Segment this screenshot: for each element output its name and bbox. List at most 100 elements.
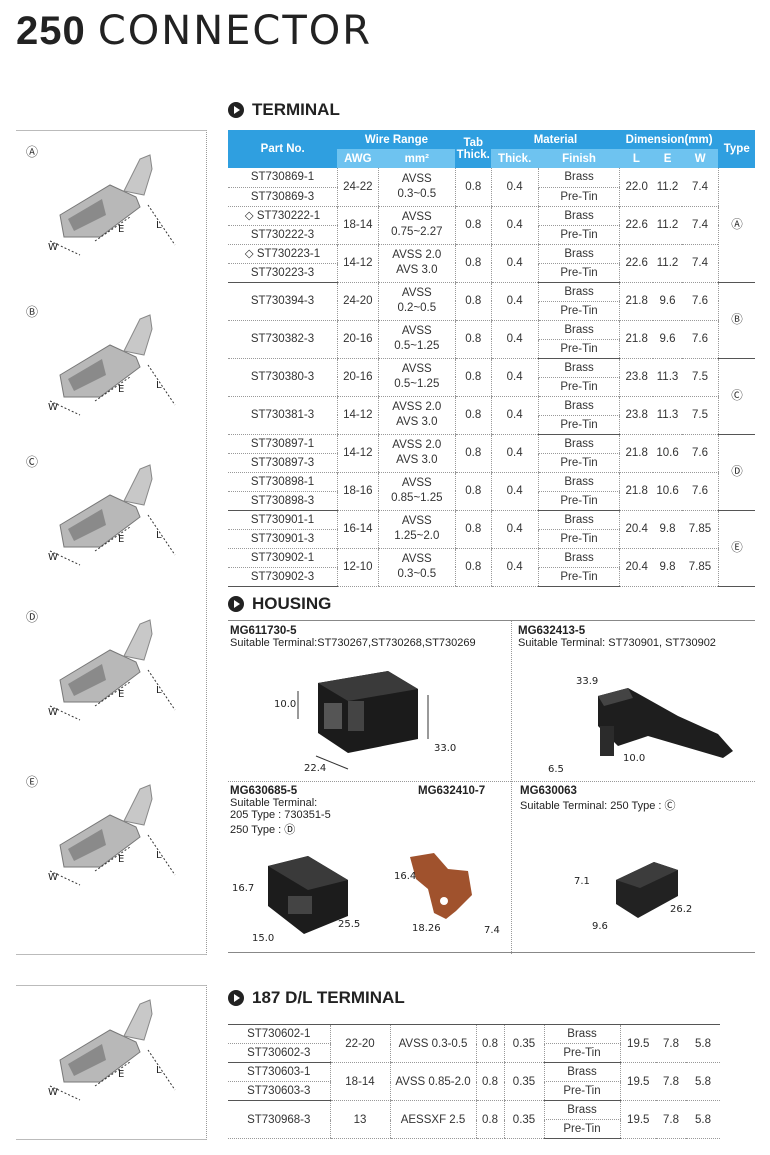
thick-cell: 0.4 [490,206,539,245]
w-cell: 7.5 [682,396,719,435]
mm2-line: AVSS [401,553,432,565]
part-no: ST730603-3 [228,1081,330,1101]
part-no: ST730902-3 [228,567,338,587]
section-terminal: TERMINAL [228,100,340,120]
l-cell: 22.6 [619,244,654,283]
dim-letter: E [118,534,125,545]
housing-panel: MG611730-5 Suitable Terminal:ST730267,ST… [228,620,755,954]
col-mthick: Thick. [491,149,539,168]
terminal-image-panel [16,130,207,955]
l-cell: 22.6 [619,206,654,245]
tab-cell: 0.8 [454,396,492,435]
finish-cell: Brass [543,1024,620,1044]
part-no: ST730898-1 [228,472,338,492]
finish-cell: Brass [537,548,620,568]
finish-cell: Brass [537,282,620,302]
part-no: ST730394-3 [228,282,338,321]
col-part-no: Part No. [228,130,338,168]
e-cell: 9.6 [653,320,682,359]
e-cell: 7.8 [656,1024,686,1063]
mm2-line: AVS 3.0 [396,416,438,428]
finish-cell: Pre-Tin [537,567,620,587]
part-no: ST730902-1 [228,548,338,568]
finish-cell: Pre-Tin [543,1081,620,1101]
type-label: Ⓔ [26,775,39,789]
e-cell: 10.6 [653,472,682,511]
e-cell: 10.6 [653,434,682,473]
housing-mg630685: MG630685-5 Suitable Terminal: 205 Type :… [230,785,331,837]
part-no: ST730901-3 [228,529,338,549]
tab-cell: 0.8 [454,472,492,511]
l-cell: 22.0 [619,168,654,207]
type-label: Ⓐ [26,145,39,159]
part-no: ST730382-3 [228,320,338,359]
finish-cell: Brass [543,1100,620,1120]
finish-cell: Pre-Tin [537,187,620,207]
finish-cell: Pre-Tin [537,339,620,359]
e-cell: 7.8 [656,1062,686,1101]
mm2-cell: AVSS 0.3-0.5 [389,1024,476,1063]
housing-desc: Suitable Terminal: 250 Type : Ⓒ [520,800,676,812]
awg-cell: 18-16 [336,472,379,511]
dim-label: 16.4 [394,871,417,882]
w-cell: 7.6 [682,320,719,359]
mm2-line: 0.85~1.25 [391,492,443,504]
housing-mg632410-drawing [410,853,472,919]
dim-label: 18.26 [412,923,441,934]
mm2-line: AVSS 2.0 [392,401,442,413]
mm2-line: 0.5~1.25 [394,378,440,390]
dim-letter: E [118,854,125,865]
dim-label: 33.0 [434,743,457,754]
housing-desc: Suitable Terminal: [230,797,318,809]
col-material: Material [491,130,620,149]
dim-letter: W [48,707,58,718]
housing-mg632410: MG632410-7 [418,785,485,797]
section-housing: HOUSING [228,594,331,614]
awg-cell: 12-10 [336,548,379,587]
terminal-drawing [49,314,176,416]
e-cell: 11.2 [653,244,682,283]
dim-label: 9.6 [592,921,608,932]
l-cell: 23.8 [619,358,654,397]
mm2-line: 0.3~0.5 [397,187,437,200]
mm2-line: AVSS [401,363,432,375]
finish-cell: Pre-Tin [537,415,620,435]
tab-cell: 0.8 [475,1062,504,1101]
l-cell: 21.8 [619,434,654,473]
dim-letter: L [156,685,162,696]
thick-cell: 0.35 [503,1062,544,1101]
finish-cell: Brass [537,510,620,530]
thick-cell: 0.4 [490,358,539,397]
dim-label: 25.5 [338,919,361,930]
dim-letter: W [48,872,58,883]
tab-cell: 0.8 [475,1100,504,1139]
part-no: ST730222-3 [228,225,338,245]
l-cell: 19.5 [619,1100,656,1139]
thick-cell: 0.4 [490,396,539,435]
col-finish: Finish [538,149,620,168]
thick-cell: 0.35 [503,1024,544,1063]
part-no: ST730380-3 [228,358,338,397]
housing-mg630063: MG630063 Suitable Terminal: 250 Type : Ⓒ [520,785,676,813]
w-cell: 7.4 [682,168,719,207]
w-cell: 5.8 [686,1024,720,1063]
terminal-drawing [49,464,176,566]
col-l: L [619,149,654,168]
finish-cell: Pre-Tin [543,1043,620,1063]
finish-cell: Brass [543,1062,620,1082]
awg-cell: 18-14 [336,206,379,245]
awg-cell: 14-12 [336,396,379,435]
w-cell: 5.8 [686,1062,720,1101]
